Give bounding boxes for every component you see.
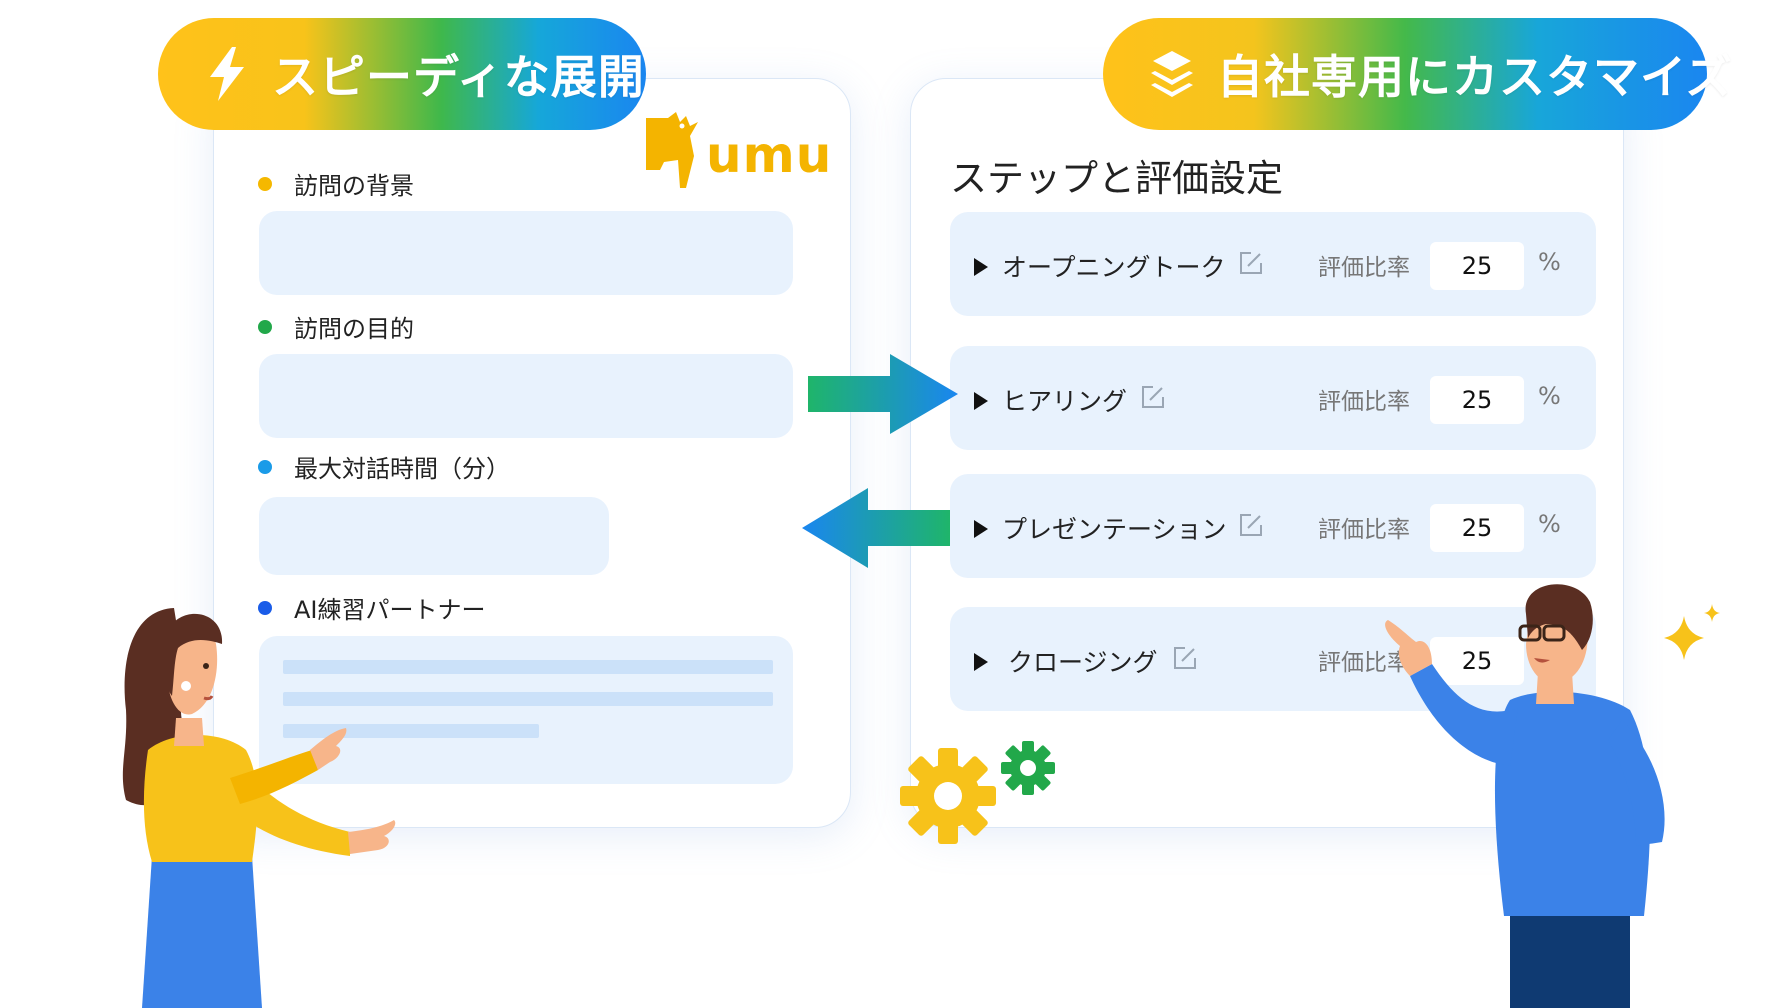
yellow-dot-icon (258, 176, 272, 191)
expand-triangle-icon[interactable] (974, 653, 988, 671)
rate-input[interactable] (1430, 504, 1524, 552)
rate-label: 評価比率 (1318, 517, 1410, 543)
visit-purpose-input[interactable] (259, 354, 793, 438)
edit-icon[interactable] (1140, 384, 1166, 410)
layers-icon (1151, 51, 1193, 97)
expand-triangle-icon[interactable] (974, 520, 988, 538)
green-dot-icon (258, 319, 272, 334)
steps-and-evaluation-title: ステップと評価設定 (950, 157, 1283, 200)
customize-badge: 自社専用にカスタマイズ (1103, 18, 1732, 130)
customize-text: 自社専用にカスタマイズ (1217, 50, 1733, 104)
visit-background-input[interactable] (259, 211, 793, 295)
gear-icon (900, 748, 996, 844)
lightning-icon (210, 47, 244, 101)
rate-input[interactable] (1430, 376, 1524, 424)
step-row-presentation[interactable]: プレゼンテーション 評価比率 % (950, 474, 1596, 578)
field-label-ai-partner: AI練習パートナー (258, 590, 486, 625)
arrow-right-icon (808, 354, 958, 434)
small-gear-icon (1001, 741, 1055, 795)
step-name: クロージング (1008, 648, 1158, 677)
edit-icon[interactable] (1238, 512, 1264, 538)
step-name: プレゼンテーション (1002, 515, 1227, 544)
step-name: オープニングトーク (1002, 253, 1226, 282)
rate-label: 評価比率 (1318, 650, 1410, 676)
giraffe-logo-icon (646, 112, 698, 188)
field-label-visit-purpose: 訪問の目的 (258, 309, 414, 344)
percent-unit: % (1538, 510, 1561, 538)
speedy-deploy-badge: スピーディな展開 (158, 18, 646, 130)
rate-label: 評価比率 (1318, 255, 1410, 281)
step-row-opening[interactable]: オープニングトーク 評価比率 % (950, 212, 1596, 316)
step-row-closing[interactable]: クロージング 評価比率 % (950, 607, 1596, 711)
navy-dot-icon (258, 600, 272, 615)
step-row-hearing[interactable]: ヒアリング 評価比率 % (950, 346, 1596, 450)
umu-logo: umu (646, 112, 831, 190)
rate-input[interactable] (1430, 242, 1524, 290)
arrow-left-icon (802, 488, 950, 568)
max-time-input[interactable] (259, 497, 609, 575)
sparkle-icon (1664, 604, 1720, 660)
edit-icon[interactable] (1238, 250, 1264, 276)
expand-triangle-icon[interactable] (974, 392, 988, 410)
field-label-visit-background: 訪問の背景 (258, 166, 414, 201)
blue-dot-icon (258, 459, 272, 474)
edit-icon[interactable] (1172, 645, 1198, 671)
percent-unit: % (1538, 382, 1561, 410)
text-placeholder-line (283, 692, 773, 706)
woman-illustration (122, 608, 396, 1008)
field-label-max-time: 最大対話時間（分） (258, 449, 510, 484)
step-name: ヒアリング (1002, 387, 1128, 416)
text-placeholder-line (283, 660, 773, 674)
man-illustration (1385, 584, 1665, 1008)
rate-label: 評価比率 (1318, 389, 1410, 415)
text-placeholder-line (283, 724, 539, 738)
expand-triangle-icon[interactable] (974, 258, 988, 276)
percent-unit: % (1538, 248, 1561, 276)
rate-input[interactable] (1430, 637, 1524, 685)
speedy-deploy-text: スピーディな展開 (272, 50, 645, 104)
